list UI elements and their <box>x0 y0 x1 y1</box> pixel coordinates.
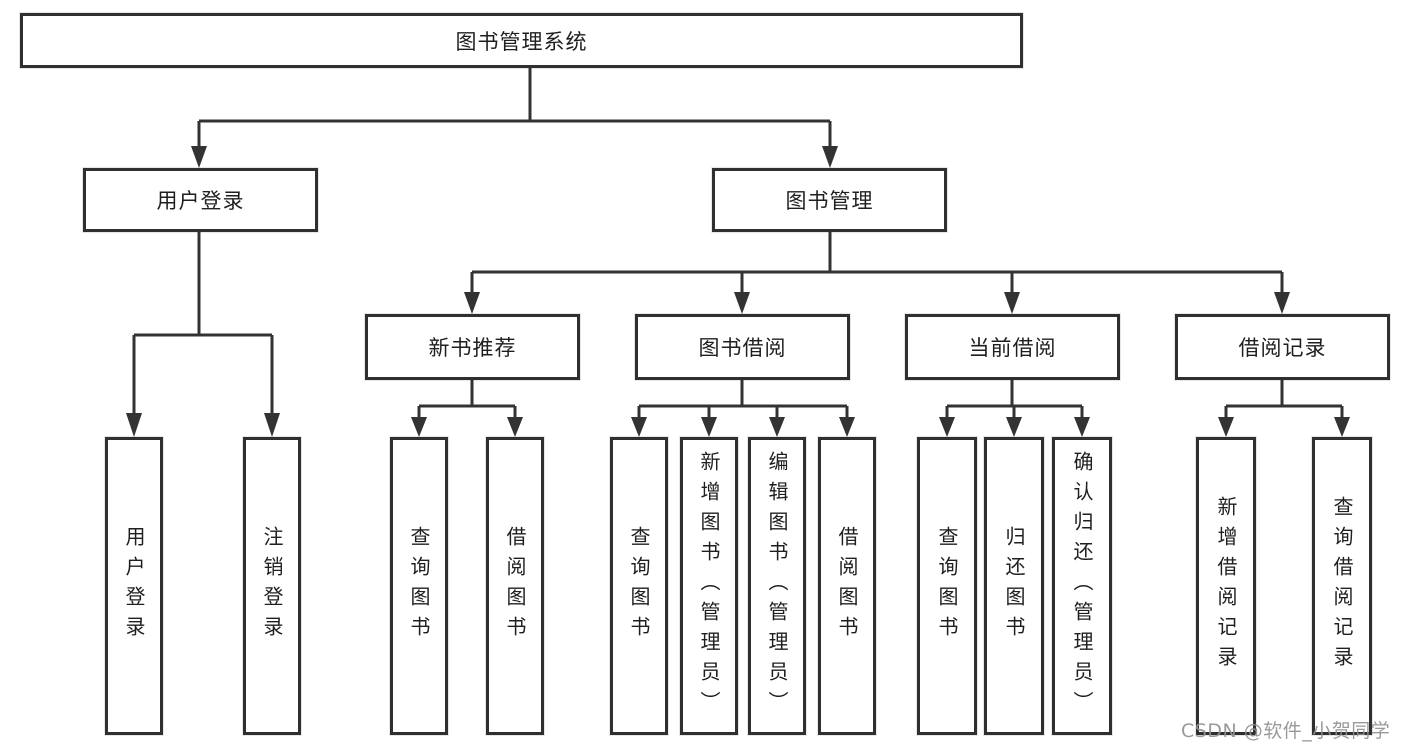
leaf-confirm-return-admin: 确认归还（管理员） <box>1052 437 1112 735</box>
node-label: 用户登录 <box>122 526 146 646</box>
node-label: 新书推荐 <box>428 336 517 360</box>
node-label: 注销登录 <box>260 526 284 646</box>
leaf-query-borrow-record: 查询借阅记录 <box>1312 437 1372 735</box>
node-book-management: 图书管理 <box>712 168 947 232</box>
connector-root-to-level2 <box>197 68 832 147</box>
node-borrow-records: 借阅记录 <box>1175 314 1390 380</box>
leaf-logout: 注销登录 <box>243 437 301 735</box>
node-label: 图书管理 <box>785 189 874 213</box>
node-label: 归还图书 <box>1002 526 1026 646</box>
arrowheads-new-book-branch <box>411 417 523 437</box>
node-label: 用户登录 <box>156 189 245 213</box>
node-current-borrow: 当前借阅 <box>905 314 1120 380</box>
csdn-watermark: CSDN @软件_小贺同学 <box>1181 720 1391 742</box>
node-label: 查询图书 <box>407 526 431 646</box>
node-label: 查询借阅记录 <box>1330 496 1354 676</box>
node-label: 新增借阅记录 <box>1214 496 1238 676</box>
node-label: 编辑图书（管理员） <box>765 451 789 721</box>
node-label: 新增图书（管理员） <box>697 451 721 721</box>
leaf-query-book: 查询图书 <box>917 437 977 735</box>
node-user-login: 用户登录 <box>83 168 318 232</box>
node-label: 借阅图书 <box>503 526 527 646</box>
node-label: 借阅记录 <box>1238 336 1327 360</box>
leaf-return-book: 归还图书 <box>984 437 1044 735</box>
connector-current-borrow-branch <box>945 380 1084 418</box>
node-label: 查询图书 <box>627 526 651 646</box>
arrowheads-user-login-branch <box>126 413 280 437</box>
arrowheads-borrow-record-branch <box>1218 417 1350 437</box>
node-new-book-recommend: 新书推荐 <box>365 314 580 380</box>
node-label: 图书借阅 <box>698 336 787 360</box>
leaf-borrow-book: 借阅图书 <box>818 437 876 735</box>
node-label: 确认归还（管理员） <box>1070 451 1094 721</box>
connector-new-book-branch <box>417 380 517 418</box>
leaf-add-book-admin: 新增图书（管理员） <box>680 437 738 735</box>
leaf-borrow-book: 借阅图书 <box>486 437 544 735</box>
leaf-query-book: 查询图书 <box>390 437 448 735</box>
node-label: 查询图书 <box>935 526 959 646</box>
node-label: 图书管理系统 <box>455 29 588 54</box>
arrowheads-book-borrow-branch <box>631 417 855 437</box>
arrowheads-level3 <box>464 292 1290 314</box>
node-label: 当前借阅 <box>968 336 1057 360</box>
node-label: 借阅图书 <box>835 526 859 646</box>
leaf-add-borrow-record: 新增借阅记录 <box>1196 437 1256 735</box>
connector-user-login-branch <box>132 232 274 414</box>
connector-book-borrow-branch <box>637 380 849 418</box>
connector-book-management-branch <box>470 232 1284 293</box>
node-library-management-system: 图书管理系统 <box>20 13 1023 68</box>
arrowheads-level2 <box>191 146 838 168</box>
leaf-query-book: 查询图书 <box>610 437 668 735</box>
connector-borrow-record-branch <box>1224 380 1344 418</box>
arrowheads-current-borrow-branch <box>939 417 1090 437</box>
leaf-edit-book-admin: 编辑图书（管理员） <box>748 437 806 735</box>
node-book-borrow: 图书借阅 <box>635 314 850 380</box>
leaf-user-login: 用户登录 <box>105 437 163 735</box>
